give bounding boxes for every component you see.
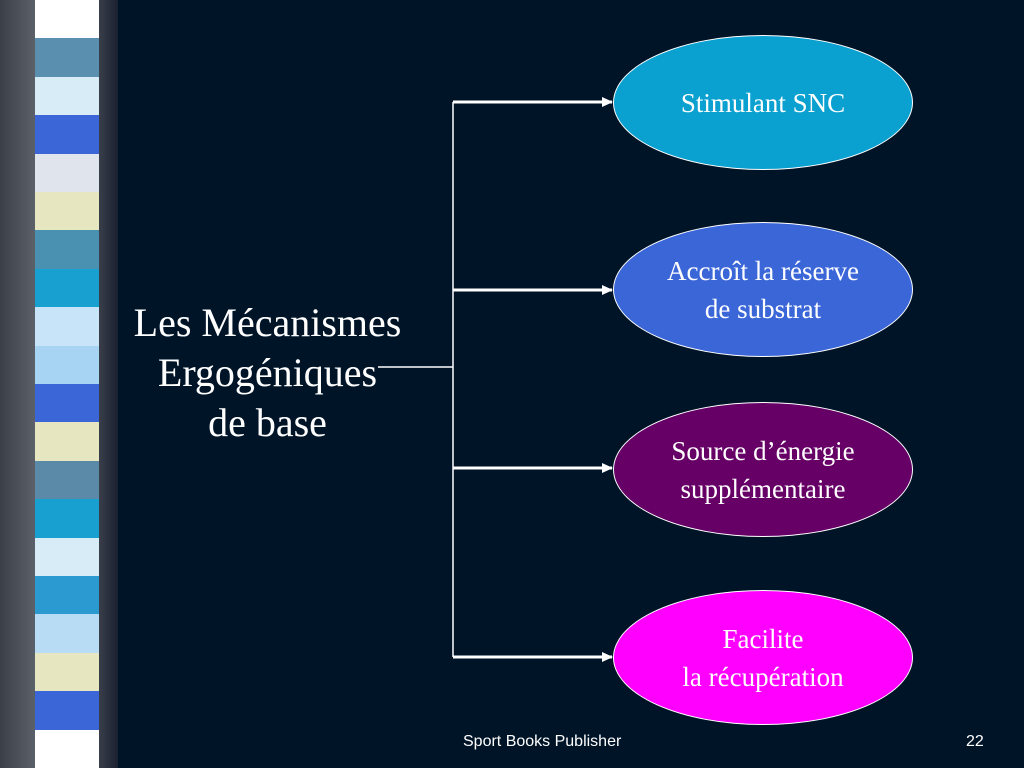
decorative-stripe: [35, 614, 99, 654]
mechanism-3-line-1: Source d’énergie: [671, 435, 855, 466]
slide-title: Les Mécanismes Ergogéniques de base: [95, 298, 440, 448]
decorative-stripe: [35, 38, 99, 78]
mechanism-recovery: Facilite la récupération: [613, 590, 913, 725]
mechanism-3-line-2: supplémentaire: [680, 473, 846, 504]
decorative-stripe-band: [35, 0, 99, 768]
decorative-stripe: [35, 0, 99, 40]
mechanism-4-line-2: la récupération: [682, 661, 844, 692]
mechanism-2-line-2: de substrat: [704, 293, 822, 324]
decorative-stripe: [35, 230, 99, 270]
mechanism-2-line-1: Accroît la réserve: [667, 255, 859, 286]
decorative-stripe: [35, 691, 99, 731]
title-line-3: de base: [208, 400, 327, 445]
mechanism-stimulant-snc: Stimulant SNC: [613, 35, 913, 170]
decorative-stripe: [35, 307, 99, 347]
decorative-stripe: [35, 268, 99, 309]
mechanism-4-line-1: Facilite: [722, 623, 804, 654]
mechanism-1-line-1: Stimulant SNC: [680, 87, 846, 118]
decorative-stripe: [35, 153, 99, 193]
decorative-stripe: [35, 576, 99, 616]
decorative-stripe: [35, 499, 99, 539]
decorative-stripe: [35, 345, 99, 385]
decorative-stripe: [35, 652, 99, 693]
mechanism-substrate-reserve: Accroît la réserve de substrat: [613, 222, 913, 357]
decorative-stripe: [35, 192, 99, 232]
decorative-stripe: [35, 460, 99, 501]
footer-publisher: Sport Books Publisher: [463, 733, 622, 750]
decorative-stripe: [35, 76, 99, 117]
decorative-stripe: [35, 115, 99, 155]
page-number: 22: [966, 733, 984, 750]
decorative-stripe: [35, 384, 99, 424]
decorative-stripe: [35, 422, 99, 462]
decorative-stripe: [35, 537, 99, 577]
title-line-2: Ergogéniques: [157, 350, 378, 395]
title-line-1: Les Mécanismes: [133, 300, 402, 345]
mechanism-extra-energy-source: Source d’énergie supplémentaire: [613, 402, 913, 537]
decorative-stripe: [35, 729, 99, 768]
